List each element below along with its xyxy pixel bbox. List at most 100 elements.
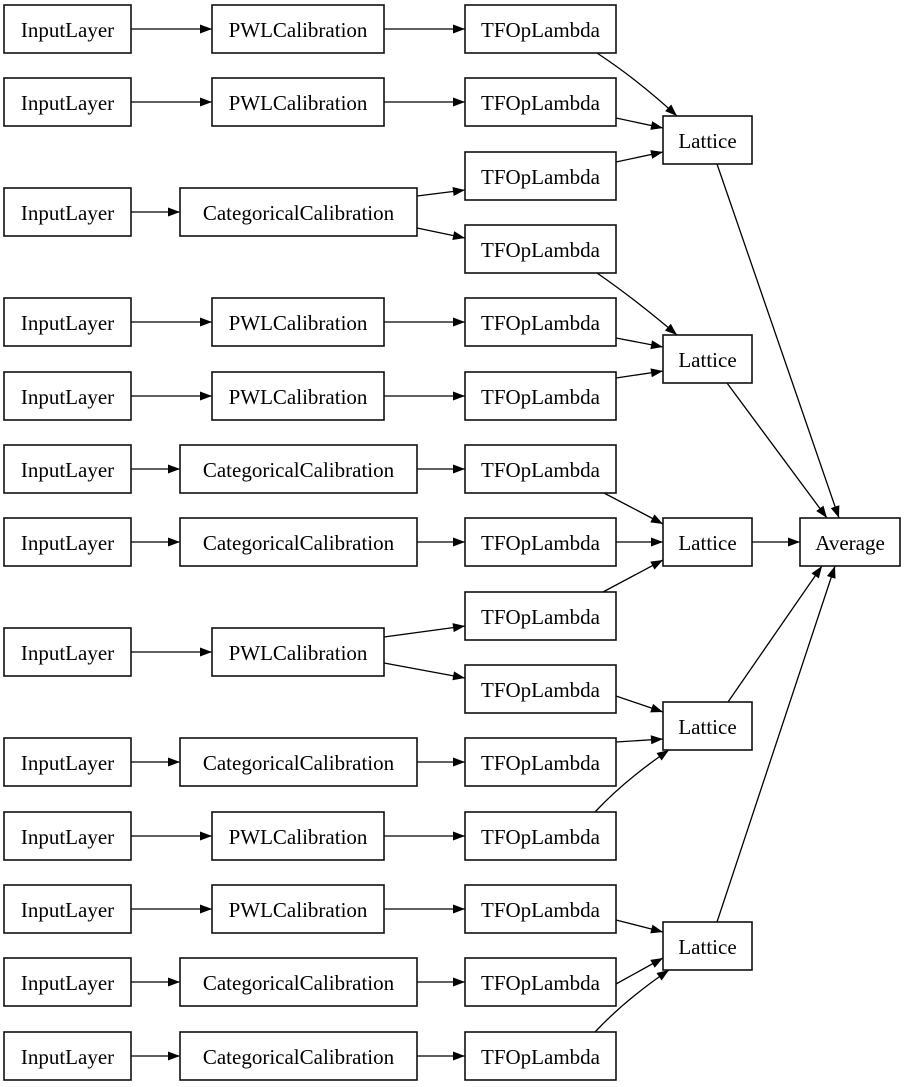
inputlayer-1-label: InputLayer [21,18,114,42]
categoricalcalibration-3-box [179,517,418,567]
inputlayer-10-box [3,811,132,861]
node-inputlayer-11: InputLayer [3,884,132,934]
inputlayer-10-label: InputLayer [21,825,114,849]
edge-tfoplambda-4-to-lattice-2 [596,272,678,336]
inputlayer-13-label: InputLayer [21,1045,114,1069]
categoricalcalibration-2-label: CategoricalCalibration [203,458,395,482]
categoricalcalibration-6-label: CategoricalCalibration [203,1045,395,1069]
node-tfoplambda-14: TFOpLambda [464,957,617,1007]
inputlayer-1-box [3,4,132,54]
pwlcalibration-2-label: PWLCalibration [229,91,368,115]
inputlayer-7-label: InputLayer [21,531,114,555]
node-categoricalcalibration-3: CategoricalCalibration [179,517,418,567]
edge-pwlcalibration-5-to-tfoplambda-10 [383,662,466,681]
tfoplambda-3-label: TFOpLambda [481,165,601,189]
tfoplambda-6-box [464,371,617,421]
inputlayer-4-box [3,297,132,347]
node-inputlayer-4: InputLayer [3,297,132,347]
tfoplambda-13-box [464,884,617,934]
tfoplambda-8-box [464,517,617,567]
inputlayer-12-box [3,957,132,1007]
lattice-4-box [662,701,753,751]
node-tfoplambda-3: TFOpLambda [464,151,617,201]
node-pwlcalibration-7: PWLCalibration [211,884,385,934]
node-tfoplambda-8: TFOpLambda [464,517,617,567]
node-lattice-2: Lattice [662,334,753,384]
tfoplambda-15-label: TFOpLambda [481,1045,601,1069]
inputlayer-11-box [3,884,132,934]
lattice-3-label: Lattice [678,531,736,555]
edge-categoricalcalibration-1-to-tfoplambda-3 [416,187,466,197]
node-inputlayer-12: InputLayer [3,957,132,1007]
tfoplambda-15-box [464,1031,617,1081]
inputlayer-3-label: InputLayer [21,201,114,225]
edge-lattice-5-to-average-1 [716,565,836,923]
pwlcalibration-6-box [211,811,385,861]
lattice-4-label: Lattice [678,715,736,739]
node-categoricalcalibration-4: CategoricalCalibration [179,737,418,787]
tfoplambda-1-label: TFOpLambda [481,18,601,42]
tfoplambda-5-label: TFOpLambda [481,311,601,335]
node-inputlayer-3: InputLayer [3,187,132,237]
node-lattice-3: Lattice [662,517,753,567]
tfoplambda-7-box [464,444,617,494]
inputlayer-13-box [3,1031,132,1081]
node-tfoplambda-6: TFOpLambda [464,371,617,421]
node-inputlayer-1: InputLayer [3,4,132,54]
categoricalcalibration-5-label: CategoricalCalibration [203,971,395,995]
pwlcalibration-5-box [211,627,385,677]
categoricalcalibration-2-box [179,444,418,494]
tfoplambda-11-label: TFOpLambda [481,751,601,775]
pwlcalibration-3-box [211,297,385,347]
pwlcalibration-7-label: PWLCalibration [229,898,368,922]
tfoplambda-1-box [464,4,617,54]
node-pwlcalibration-3: PWLCalibration [211,297,385,347]
tfoplambda-8-label: TFOpLambda [481,531,601,555]
inputlayer-7-box [3,517,132,567]
categoricalcalibration-1-label: CategoricalCalibration [203,201,395,225]
node-inputlayer-8: InputLayer [3,627,132,677]
node-tfoplambda-15: TFOpLambda [464,1031,617,1081]
node-inputlayer-2: InputLayer [3,77,132,127]
node-tfoplambda-7: TFOpLambda [464,444,617,494]
node-pwlcalibration-5: PWLCalibration [211,627,385,677]
lattice-2-box [662,334,753,384]
edge-tfoplambda-6-to-lattice-2 [615,368,664,379]
inputlayer-8-label: InputLayer [21,641,114,665]
tfoplambda-12-label: TFOpLambda [481,825,601,849]
pwlcalibration-1-box [211,4,385,54]
tfoplambda-7-label: TFOpLambda [481,458,601,482]
pwlcalibration-5-label: PWLCalibration [229,641,368,665]
categoricalcalibration-5-box [179,957,418,1007]
pwlcalibration-4-label: PWLCalibration [229,385,368,409]
lattice-1-label: Lattice [678,129,736,153]
node-tfoplambda-2: TFOpLambda [464,77,617,127]
inputlayer-8-box [3,627,132,677]
average-1-box [799,517,901,567]
tfoplambda-5-box [464,297,617,347]
node-tfoplambda-10: TFOpLambda [464,664,617,714]
edge-tfoplambda-10-to-lattice-4 [615,695,664,713]
edge-tfoplambda-3-to-lattice-1 [615,150,664,163]
inputlayer-5-label: InputLayer [21,385,114,409]
node-pwlcalibration-2: PWLCalibration [211,77,385,127]
edge-tfoplambda-5-to-lattice-2 [615,337,664,350]
node-inputlayer-13: InputLayer [3,1031,132,1081]
node-categoricalcalibration-6: CategoricalCalibration [179,1031,418,1081]
node-tfoplambda-13: TFOpLambda [464,884,617,934]
edge-tfoplambda-7-to-lattice-3 [603,492,664,525]
node-tfoplambda-1: TFOpLambda [464,4,617,54]
node-tfoplambda-4: TFOpLambda [464,224,617,274]
categoricalcalibration-1-box [179,187,418,237]
pwlcalibration-4-box [211,371,385,421]
pwlcalibration-1-label: PWLCalibration [229,18,368,42]
edge-tfoplambda-1-to-lattice-1 [596,52,678,117]
pwlcalibration-3-label: PWLCalibration [229,311,368,335]
inputlayer-2-box [3,77,132,127]
node-tfoplambda-9: TFOpLambda [464,591,617,641]
pwlcalibration-7-box [211,884,385,934]
node-categoricalcalibration-1: CategoricalCalibration [179,187,418,237]
tfoplambda-4-label: TFOpLambda [481,238,601,262]
node-lattice-1: Lattice [662,115,753,165]
